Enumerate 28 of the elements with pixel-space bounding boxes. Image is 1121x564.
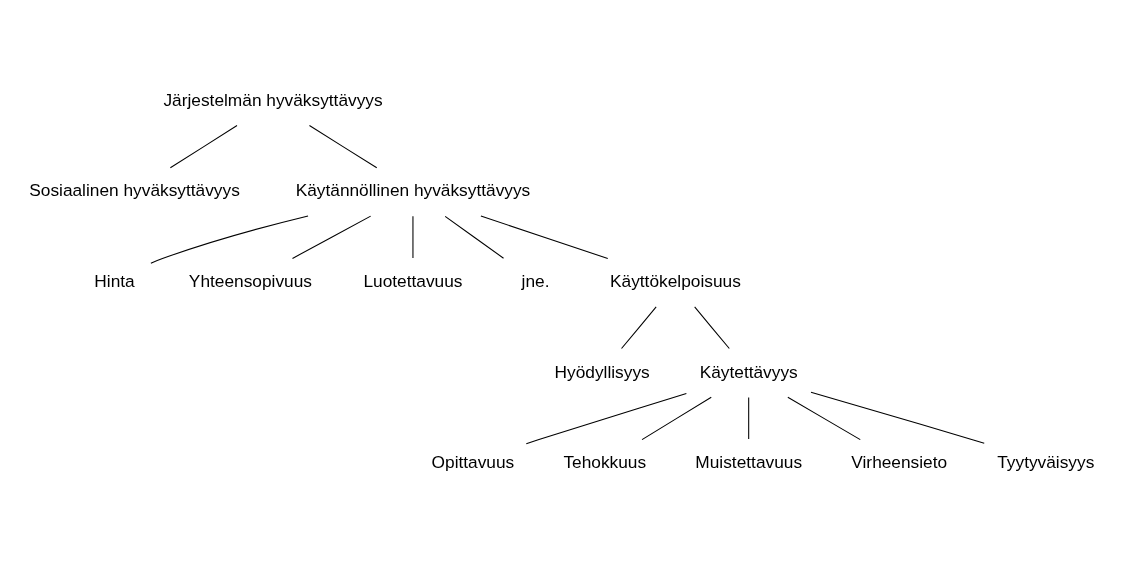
connector <box>525 392 687 444</box>
connector <box>621 305 657 349</box>
connector <box>308 124 378 168</box>
connector <box>150 214 309 264</box>
connector <box>810 391 985 444</box>
node-text: Järjestelmän hyväksyttävyys <box>163 89 383 110</box>
node-text: Käyttökelpoisuus <box>610 270 741 291</box>
node-text: Tyytyväisyys <box>997 451 1095 472</box>
connector <box>694 305 730 349</box>
connector <box>291 215 372 259</box>
node-text: Hyödyllisyys <box>554 361 650 382</box>
node-text: Muistettavuus <box>695 451 803 472</box>
node-text: Tehokkuus <box>563 451 647 472</box>
node-text: Luotettavuus <box>363 270 463 291</box>
node-text: Virheensieto <box>851 451 948 472</box>
node-text: Hinta <box>94 270 135 291</box>
connector <box>748 396 750 440</box>
connector <box>444 215 505 259</box>
node-text: Käytettävyys <box>699 361 798 382</box>
connector <box>480 214 609 259</box>
connector <box>641 396 712 440</box>
connector <box>787 396 861 440</box>
node-text: Yhteensopivuus <box>188 270 312 291</box>
connector <box>169 124 238 168</box>
node-text: Sosiaalinen hyväksyttävyys <box>29 179 240 200</box>
node-text: Käytännöllinen hyväksyttävyys <box>295 179 531 200</box>
node-text: jne. <box>521 270 550 291</box>
node-text: Opittavuus <box>431 451 515 472</box>
